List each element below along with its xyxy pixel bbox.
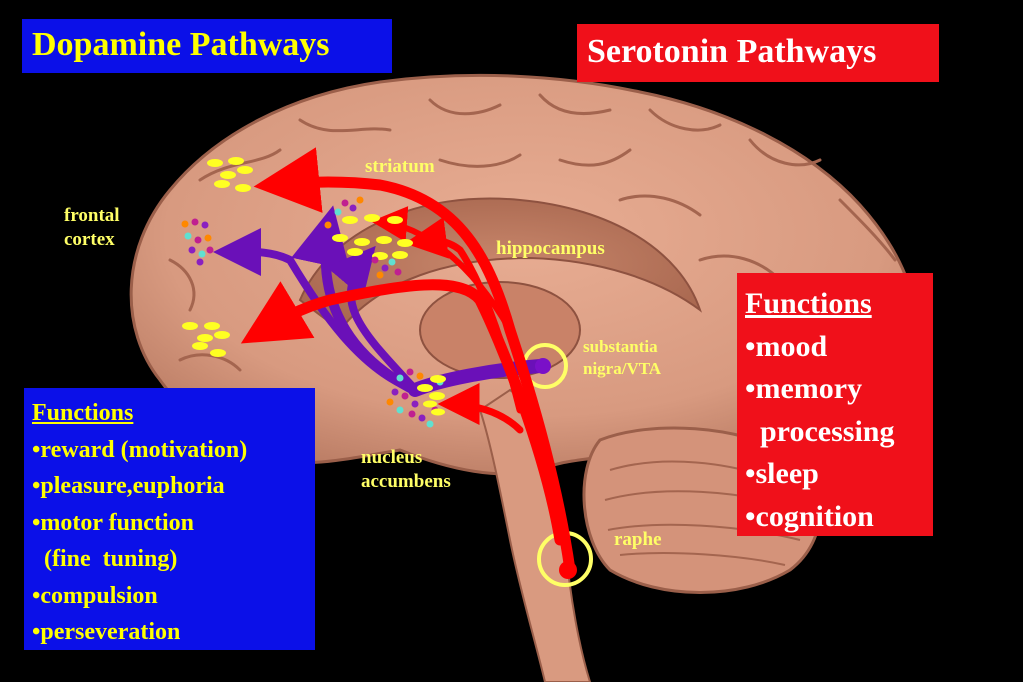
serotonin-function-item: •cognition	[745, 499, 874, 533]
dopamine-functions-header: Functions	[32, 400, 134, 426]
serotonin-functions-header: Functions	[745, 287, 872, 320]
dopamine-functions-box: Functions •reward (motivation) •pleasure…	[24, 388, 315, 650]
dopamine-function-item: (fine tuning)	[32, 546, 178, 572]
serotonin-terminals-frontal-bottom	[182, 322, 230, 357]
serotonin-function-item: processing	[745, 414, 895, 448]
raphe-source	[559, 561, 577, 579]
serotonin-function-item: •memory	[745, 372, 863, 405]
dopamine-function-item: •perseveration	[32, 619, 181, 645]
label-hippocampus: hippocampus	[496, 238, 605, 259]
dopamine-function-item: •motor function	[32, 509, 194, 536]
frontal-dopamine-terminals	[181, 218, 214, 266]
dopamine-title: Dopamine Pathways	[22, 19, 392, 73]
dopamine-function-item: •compulsion	[32, 582, 158, 609]
serotonin-terminals-frontal-top	[207, 157, 253, 192]
label-substantia-nigra: substantia nigra/VTA	[583, 337, 662, 378]
serotonin-title: Serotonin Pathways	[577, 24, 939, 82]
label-striatum: striatum	[365, 156, 435, 177]
dopamine-function-item: •reward (motivation)	[32, 436, 248, 463]
serotonin-function-item: •mood	[745, 329, 828, 363]
label-nucleus-accumbens: nucleus accumbens	[361, 447, 451, 492]
nucleus-accumbens-terminals	[386, 368, 446, 428]
label-frontal-cortex: frontal cortex	[64, 205, 120, 250]
striatum-terminals	[332, 214, 413, 260]
serotonin-function-item: •sleep	[745, 457, 819, 490]
substantia-nigra-source	[535, 358, 551, 374]
serotonin-pathways	[240, 147, 576, 576]
dopamine-function-item: •pleasure,euphoria	[32, 473, 225, 499]
serotonin-functions-box: Functions •mood •memory processing •slee…	[737, 273, 933, 536]
label-raphe: raphe	[614, 529, 662, 550]
striatum-dopamine-terminals	[324, 196, 402, 279]
